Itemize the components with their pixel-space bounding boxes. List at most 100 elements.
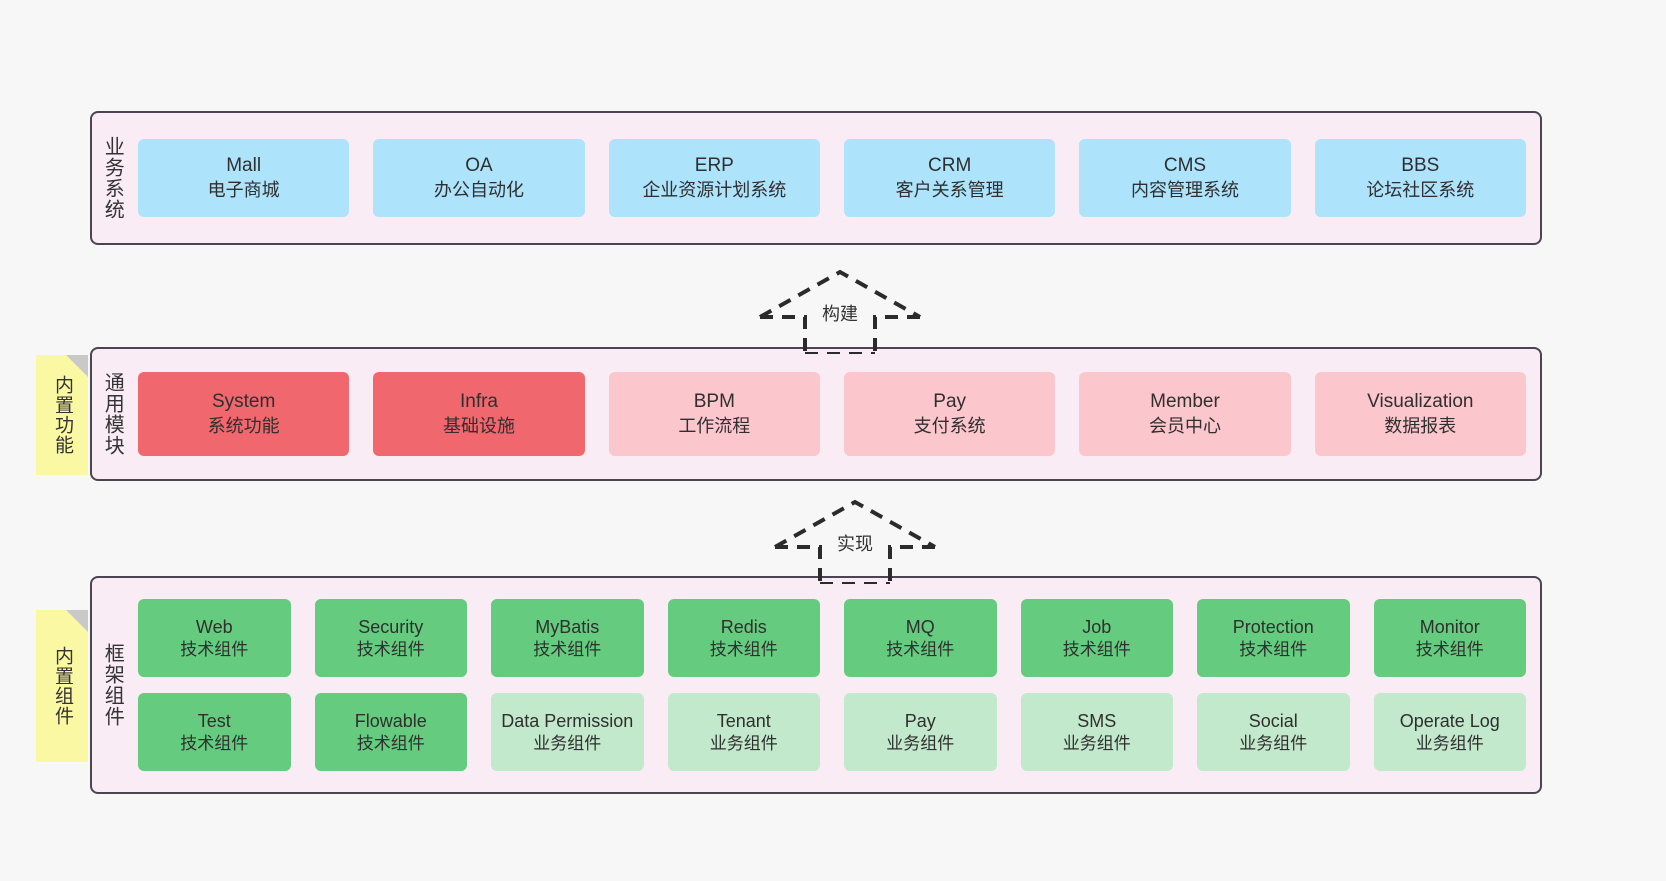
card-social[interactable]: Social 业务组件 xyxy=(1197,693,1350,771)
arrow-label-realize: 实现 xyxy=(837,534,873,554)
card-title: Protection xyxy=(1232,616,1314,637)
card-pay[interactable]: Pay 支付系统 xyxy=(843,372,1056,456)
layer-label-framework: 框架组件 xyxy=(101,643,124,727)
card-subtitle: 技术组件 xyxy=(180,733,249,753)
card-subtitle: 技术组件 xyxy=(180,639,249,659)
card-row: Mall 电子商城 OA 办公自动化 ERP 企业资源计划系统 CRM 客户关系… xyxy=(138,139,1526,217)
card-title: CMS xyxy=(1163,155,1207,177)
card-mybatis[interactable]: MyBatis 技术组件 xyxy=(491,599,644,677)
card-title: Web xyxy=(195,616,233,637)
card-test[interactable]: Test 技术组件 xyxy=(138,693,291,771)
card-subtitle: 电子商城 xyxy=(207,179,280,200)
card-title: CRM xyxy=(928,155,972,177)
card-job[interactable]: Job 技术组件 xyxy=(1020,599,1173,677)
card-subtitle: 技术组件 xyxy=(1415,639,1484,659)
card-title: BPM xyxy=(693,391,735,413)
card-title: Tenant xyxy=(716,710,771,731)
card-member[interactable]: Member 会员中心 xyxy=(1079,372,1291,456)
sticky-note-label: 内置功能 xyxy=(52,375,74,455)
sticky-note-label: 内置组件 xyxy=(52,646,74,726)
card-cms[interactable]: CMS 内容管理系统 xyxy=(1079,139,1291,217)
layer-framework-components: 框架组件 Web 技术组件 Security 技术组件 MyBatis 技术组件… xyxy=(90,576,1542,794)
layer-body-common: System 系统功能 Infra 基础设施 BPM 工作流程 Pay 支付系统… xyxy=(132,349,1540,479)
card-title: Mall xyxy=(226,155,262,177)
card-subtitle: 技术组件 xyxy=(533,639,602,659)
card-security[interactable]: Security 技术组件 xyxy=(314,599,467,677)
card-title: MQ xyxy=(905,616,935,637)
card-subtitle: 技术组件 xyxy=(709,639,778,659)
card-title: OA xyxy=(465,155,493,177)
layer-body-business: Mall 电子商城 OA 办公自动化 ERP 企业资源计划系统 CRM 客户关系… xyxy=(132,113,1540,243)
card-web[interactable]: Web 技术组件 xyxy=(138,599,291,677)
card-subtitle: 客户关系管理 xyxy=(895,179,1004,200)
arrow-realize: 实现 xyxy=(755,492,955,586)
card-sms[interactable]: SMS 业务组件 xyxy=(1020,693,1173,771)
card-operate-log[interactable]: Operate Log 业务组件 xyxy=(1373,693,1526,771)
card-subtitle: 业务组件 xyxy=(1239,733,1308,753)
card-row: Test 技术组件 Flowable 技术组件 Data Permission … xyxy=(138,693,1526,771)
layer-common-modules: 通用模块 System 系统功能 Infra 基础设施 BPM 工作流程 Pay… xyxy=(90,347,1542,481)
card-subtitle: 业务组件 xyxy=(886,733,955,753)
card-bpm[interactable]: BPM 工作流程 xyxy=(608,372,820,456)
card-tenant[interactable]: Tenant 业务组件 xyxy=(667,693,820,771)
card-data-permission[interactable]: Data Permission 业务组件 xyxy=(491,693,644,771)
card-title: Social xyxy=(1248,710,1298,731)
card-protection[interactable]: Protection 技术组件 xyxy=(1197,599,1350,677)
layer-label-business: 业务系统 xyxy=(101,136,124,220)
card-row: System 系统功能 Infra 基础设施 BPM 工作流程 Pay 支付系统… xyxy=(138,372,1526,456)
card-crm[interactable]: CRM 客户关系管理 xyxy=(843,139,1056,217)
card-title: Visualization xyxy=(1367,391,1474,413)
card-title: Infra xyxy=(459,391,498,413)
card-subtitle: 技术组件 xyxy=(1062,639,1131,659)
card-title: System xyxy=(211,391,276,413)
card-title: Redis xyxy=(720,616,767,637)
card-subtitle: 会员中心 xyxy=(1148,415,1221,436)
card-redis[interactable]: Redis 技术组件 xyxy=(667,599,820,677)
sticky-note-builtin-features: 内置功能 xyxy=(36,355,88,475)
card-infra[interactable]: Infra 基础设施 xyxy=(373,372,585,456)
card-title: BBS xyxy=(1401,155,1440,177)
card-pay-business[interactable]: Pay 业务组件 xyxy=(844,693,997,771)
layer-label-common: 通用模块 xyxy=(101,372,124,456)
card-title: Monitor xyxy=(1419,616,1480,637)
card-title: MyBatis xyxy=(535,616,600,637)
card-subtitle: 系统功能 xyxy=(207,415,280,436)
card-subtitle: 业务组件 xyxy=(709,733,778,753)
card-subtitle: 业务组件 xyxy=(533,733,602,753)
page-fold-icon xyxy=(66,610,88,632)
card-subtitle: 业务组件 xyxy=(1062,733,1131,753)
card-oa[interactable]: OA 办公自动化 xyxy=(373,139,585,217)
card-mall[interactable]: Mall 电子商城 xyxy=(138,139,350,217)
card-erp[interactable]: ERP 企业资源计划系统 xyxy=(608,139,820,217)
card-monitor[interactable]: Monitor 技术组件 xyxy=(1373,599,1526,677)
card-title: Test xyxy=(197,710,231,731)
card-row: Web 技术组件 Security 技术组件 MyBatis 技术组件 Redi… xyxy=(138,599,1526,677)
card-subtitle: 论坛社区系统 xyxy=(1366,179,1475,200)
card-subtitle: 数据报表 xyxy=(1384,415,1457,436)
layer-body-framework: Web 技术组件 Security 技术组件 MyBatis 技术组件 Redi… xyxy=(132,578,1540,792)
card-subtitle: 内容管理系统 xyxy=(1130,179,1239,200)
card-subtitle: 工作流程 xyxy=(678,415,751,436)
card-title: Member xyxy=(1150,391,1220,413)
sticky-note-builtin-components: 内置组件 xyxy=(36,610,88,762)
card-visualization[interactable]: Visualization 数据报表 xyxy=(1314,372,1526,456)
card-subtitle: 业务组件 xyxy=(1415,733,1484,753)
card-subtitle: 技术组件 xyxy=(356,639,425,659)
card-title: Operate Log xyxy=(1399,710,1500,731)
card-subtitle: 技术组件 xyxy=(1239,639,1308,659)
page-fold-icon xyxy=(66,355,88,377)
card-subtitle: 基础设施 xyxy=(442,415,515,436)
card-subtitle: 技术组件 xyxy=(356,733,425,753)
card-mq[interactable]: MQ 技术组件 xyxy=(844,599,997,677)
card-title: Job xyxy=(1082,616,1112,637)
card-subtitle: 技术组件 xyxy=(886,639,955,659)
card-flowable[interactable]: Flowable 技术组件 xyxy=(314,693,467,771)
card-title: Pay xyxy=(904,710,936,731)
card-system[interactable]: System 系统功能 xyxy=(138,372,350,456)
card-bbs[interactable]: BBS 论坛社区系统 xyxy=(1314,139,1526,217)
card-title: Data Permission xyxy=(501,710,634,731)
card-title: SMS xyxy=(1077,710,1117,731)
card-title: Flowable xyxy=(354,710,427,731)
card-subtitle: 支付系统 xyxy=(913,415,986,436)
